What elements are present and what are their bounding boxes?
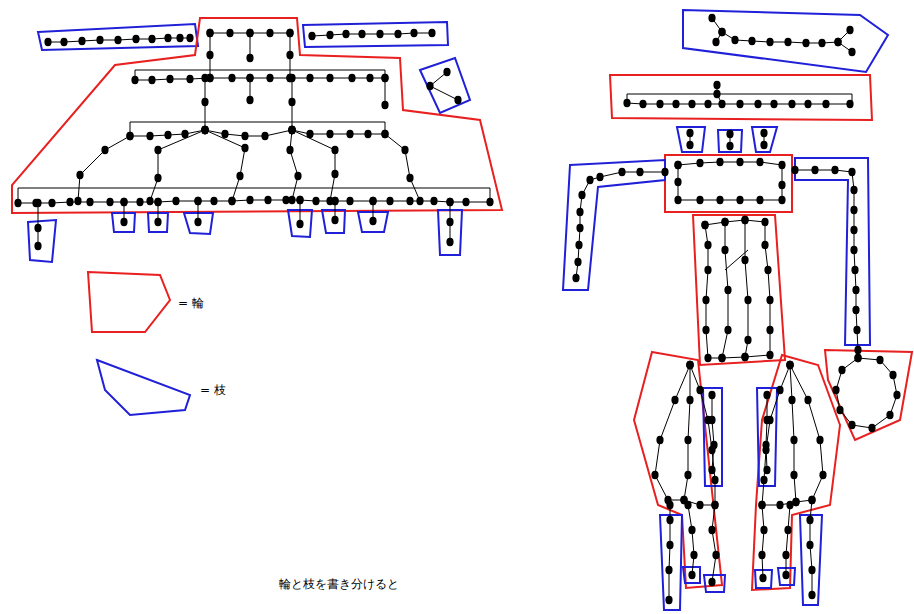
legend-text: = 輪 — [178, 296, 204, 310]
branch-legend-sample — [97, 360, 190, 415]
caption-text: 輪と枝を書き分けると — [279, 577, 399, 591]
ring-legend-sample — [88, 272, 170, 332]
legend-text: = 枝 — [200, 383, 226, 397]
